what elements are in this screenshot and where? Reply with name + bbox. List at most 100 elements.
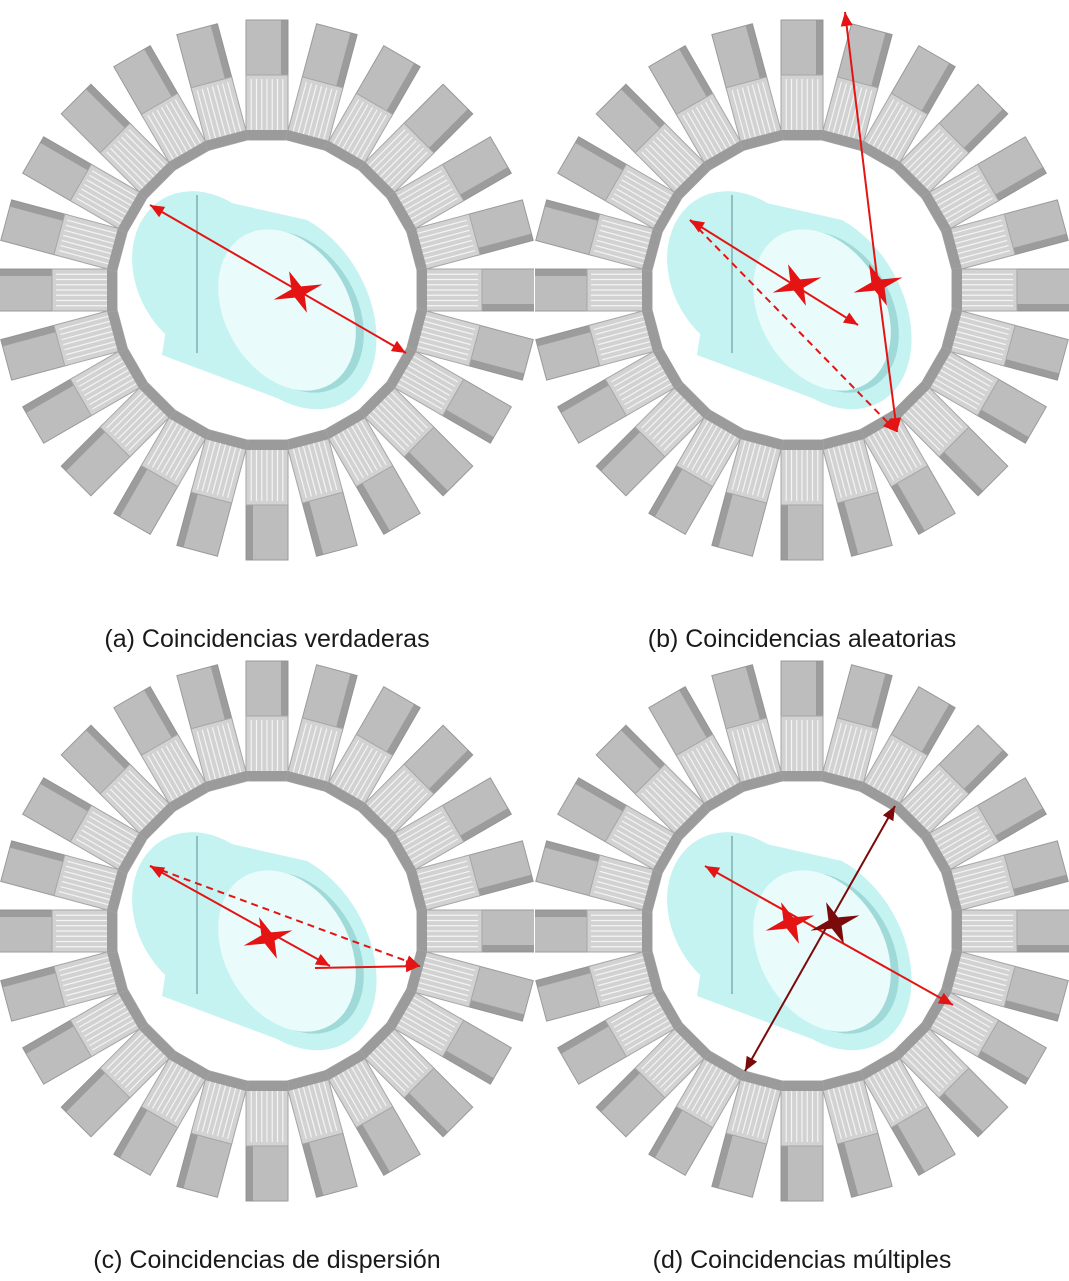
detector-block-icon <box>0 268 118 312</box>
gamma-pair-2-up <box>840 11 879 286</box>
phantom-cylinder <box>132 191 377 410</box>
annihilation-star-icon <box>765 902 815 944</box>
detector-block-icon <box>60 83 177 200</box>
detector-block-icon <box>920 346 1048 444</box>
detector-ring <box>535 660 1069 1202</box>
phantom-cylinder <box>132 832 377 1051</box>
detector-block-icon <box>113 1049 211 1177</box>
detector-block-icon <box>113 408 211 536</box>
detector-block-icon <box>595 1021 712 1138</box>
detector-block-icon <box>780 19 824 141</box>
annihilation-star-icon <box>772 264 822 306</box>
detector-block-icon <box>323 408 421 536</box>
detector-block-icon <box>323 1049 421 1177</box>
detector-block-icon <box>780 660 824 782</box>
pet-ring-diagram-b <box>535 11 1069 561</box>
detector-block-icon <box>780 439 824 561</box>
detector-block-icon <box>0 909 118 953</box>
gamma-pair <box>149 865 331 967</box>
detector-block-icon <box>385 346 513 444</box>
detector-block-icon <box>21 777 149 875</box>
detector-block-icon <box>0 199 129 273</box>
detector-block-icon <box>176 1069 250 1198</box>
detector-block-icon <box>940 948 1069 1022</box>
detector-block-icon <box>357 1021 474 1138</box>
detector-block-icon <box>385 987 513 1085</box>
detector-block-icon <box>858 1049 956 1177</box>
detector-ring <box>0 19 534 561</box>
line-of-response <box>149 204 407 354</box>
detector-block-icon <box>819 23 893 152</box>
detector-block-icon <box>711 664 785 793</box>
caption-a: (a) Coincidencias verdaderas <box>104 625 430 653</box>
detector-block-icon <box>648 44 746 172</box>
detector-block-icon <box>858 44 956 172</box>
detector-block-icon <box>245 19 289 141</box>
detector-block-icon <box>284 1069 358 1198</box>
detector-block-icon <box>357 380 474 497</box>
detector-block-icon <box>780 1080 824 1202</box>
detector-block-icon <box>245 439 289 561</box>
annihilation-star-icon <box>853 264 903 306</box>
detector-block-icon <box>405 948 534 1022</box>
detector-block-icon <box>892 1021 1009 1138</box>
detector-block-icon <box>595 724 712 841</box>
detector-block-icon <box>357 724 474 841</box>
detector-block-icon <box>556 136 684 234</box>
detector-block-icon <box>858 408 956 536</box>
panel-c-scatter-coincidences: (c) Coincidencias de dispersión <box>0 641 534 1281</box>
false-lor <box>149 865 421 967</box>
detector-block-icon <box>245 1080 289 1202</box>
pet-ring-diagram-d <box>535 660 1069 1202</box>
detector-block-icon <box>556 987 684 1085</box>
detector-block-icon <box>951 909 1069 953</box>
detector-block-icon <box>113 685 211 813</box>
detector-block-icon <box>21 987 149 1085</box>
panel-b-random-coincidences: (b) Coincidencias aleatorias <box>535 0 1069 653</box>
pet-ring-diagram-a <box>0 19 534 561</box>
gamma-pair-2 <box>744 805 896 1072</box>
detector-block-icon <box>416 909 534 953</box>
detector-block-icon <box>385 777 513 875</box>
detector-block-icon <box>323 685 421 813</box>
detector-block-icon <box>405 840 534 914</box>
detector-block-icon <box>648 1049 746 1177</box>
detector-block-icon <box>951 268 1069 312</box>
detector-block-icon <box>940 199 1069 273</box>
detector-block-icon <box>595 83 712 200</box>
detector-block-icon <box>405 199 534 273</box>
detector-block-icon <box>284 23 358 152</box>
annihilation-star-icon <box>273 271 323 313</box>
detector-block-icon <box>819 664 893 793</box>
detector-block-icon <box>535 268 653 312</box>
detector-block-icon <box>892 380 1009 497</box>
detector-block-icon <box>892 724 1009 841</box>
detector-block-icon <box>648 685 746 813</box>
detector-block-icon <box>711 428 785 557</box>
detector-block-icon <box>0 948 129 1022</box>
detector-block-icon <box>535 948 664 1022</box>
detector-block-icon <box>113 44 211 172</box>
detector-block-icon <box>21 346 149 444</box>
panel-d-multiple-coincidences: (d) Coincidencias múltiples <box>535 641 1069 1281</box>
detector-ring <box>0 660 534 1202</box>
detector-block-icon <box>416 268 534 312</box>
detector-block-icon <box>176 23 250 152</box>
detector-block-icon <box>711 23 785 152</box>
detector-block-icon <box>940 840 1069 914</box>
detector-block-icon <box>892 83 1009 200</box>
false-lor <box>689 219 898 433</box>
detector-block-icon <box>385 136 513 234</box>
detector-block-icon <box>0 307 129 381</box>
detector-block-icon <box>245 660 289 782</box>
detector-block-icon <box>535 909 653 953</box>
gamma-pair-1 <box>704 865 954 1006</box>
detector-block-icon <box>535 199 664 273</box>
annihilation-star-dark-icon <box>810 902 860 944</box>
phantom-cylinder <box>667 832 912 1051</box>
detector-block-icon <box>535 840 664 914</box>
caption-b: (b) Coincidencias aleatorias <box>647 625 957 653</box>
detector-block-icon <box>940 307 1069 381</box>
detector-ring <box>535 19 1069 561</box>
detector-block-icon <box>357 83 474 200</box>
